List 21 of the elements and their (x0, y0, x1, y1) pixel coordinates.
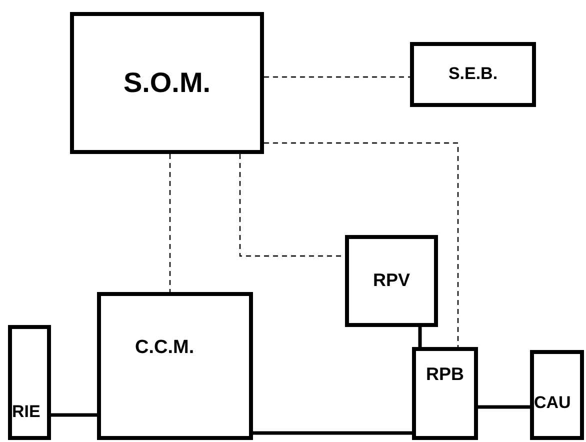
block-box (70, 12, 264, 154)
connector-line (418, 327, 422, 347)
block-box (345, 235, 438, 327)
block-label: C.C.M. (135, 338, 194, 359)
block-box (97, 292, 253, 440)
dashed-connector (264, 142, 459, 347)
block-box (412, 347, 478, 440)
block-box (8, 325, 51, 440)
block-box (410, 42, 536, 107)
block-label: RPV (372, 271, 410, 291)
dashed-connector (264, 76, 410, 78)
block-label: RPB (426, 365, 464, 385)
dashed-connector (169, 154, 171, 292)
connector-line (478, 405, 530, 409)
block-label: RIE (12, 403, 40, 422)
block-label: CAU (534, 394, 571, 413)
block-label: S.O.M. (123, 68, 211, 98)
connector-line (51, 413, 97, 417)
block-box (530, 350, 584, 440)
block-label: S.E.B. (448, 65, 498, 84)
connector-line (253, 431, 412, 435)
